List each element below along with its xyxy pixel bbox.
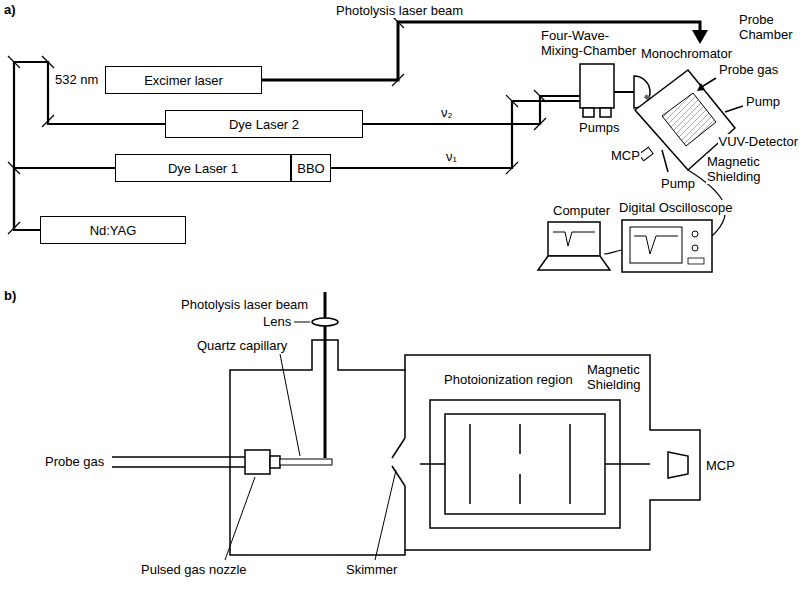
box-label: Dye Laser 1	[168, 161, 238, 176]
mirror	[392, 74, 404, 86]
mirror	[534, 90, 546, 102]
box-label: BBO	[297, 161, 324, 176]
probe-chamber	[725, 106, 743, 112]
part-label: MCP	[705, 458, 736, 473]
laser-box: Dye Laser 2	[165, 110, 363, 138]
leader-line	[280, 354, 300, 456]
leader-line	[375, 470, 396, 560]
laptop-computer	[538, 256, 610, 270]
magnetic-shield	[445, 414, 605, 514]
oscilloscope	[630, 227, 682, 263]
gas-nozzle	[112, 450, 332, 474]
part-label: Magnetic Shielding	[706, 154, 774, 184]
box-label: Nd:YAG	[90, 223, 137, 238]
mixing-chamber	[600, 108, 611, 117]
signal-cable	[604, 250, 622, 254]
mcp-detector	[668, 452, 688, 478]
laser-box: Nd:YAG	[40, 216, 186, 244]
magnetic-shield	[470, 424, 570, 504]
mixing-chamber	[580, 64, 614, 117]
part-label: MCP	[610, 148, 641, 163]
part-label: Pump	[745, 94, 781, 109]
part-label: Pumps	[578, 120, 620, 135]
part-label: Probe Chamber	[738, 12, 798, 42]
oscilloscope	[692, 245, 698, 251]
gas-nozzle	[270, 456, 280, 468]
gas-nozzle	[112, 456, 245, 458]
oscilloscope	[622, 220, 712, 272]
mixing-chamber	[583, 108, 594, 117]
vacuum-chamber	[230, 340, 700, 555]
mirror	[534, 118, 546, 130]
gas-nozzle	[112, 466, 245, 468]
monochromator	[614, 91, 634, 93]
mirror	[506, 95, 518, 107]
part-label: Quartz capillary	[196, 338, 288, 353]
mixing-chamber	[580, 64, 614, 108]
part-label: Lens	[262, 314, 292, 329]
part-label: 532 nm	[54, 72, 99, 87]
part-label: ν₂	[440, 105, 454, 120]
part-label: Probe gas	[718, 62, 779, 77]
oscilloscope	[634, 236, 678, 254]
laser-box: BBO	[291, 154, 331, 182]
laser-box: Excimer laser	[105, 66, 262, 94]
box-label: Dye Laser 2	[229, 117, 299, 132]
vacuum-chamber	[230, 340, 700, 555]
mcp-detector	[668, 452, 688, 478]
magnetic-shield	[420, 463, 650, 465]
leader-line	[225, 477, 255, 560]
oscilloscope	[622, 220, 712, 272]
part-label: Monochromator	[640, 46, 733, 61]
oscilloscope	[688, 258, 704, 264]
leader-line	[225, 322, 396, 560]
photolysis-beam	[312, 318, 338, 326]
part-label: Four-Wave- Mixing-Chamber	[540, 28, 646, 58]
gas-nozzle	[245, 450, 270, 474]
part-label: Skimmer	[345, 562, 398, 577]
laser-beam	[331, 96, 580, 168]
mirror	[8, 16, 546, 234]
laser-box: Dye Laser 1	[115, 154, 291, 182]
part-label: Photolysis laser beam	[180, 297, 309, 312]
part-label: VUV-Detector	[718, 134, 799, 149]
part-label: Pulsed gas nozzle	[140, 562, 248, 577]
part-label: Pump	[660, 176, 696, 191]
laptop-computer	[538, 222, 610, 270]
part-label: Probe gas	[44, 454, 105, 469]
probe-chamber	[662, 150, 668, 172]
part-label: Photolysis laser beam	[335, 3, 464, 18]
vacuum-chamber	[404, 370, 406, 550]
gas-nozzle	[280, 459, 332, 465]
photolysis-beam	[312, 292, 338, 458]
photolysis-beam	[262, 22, 700, 80]
oscilloscope	[692, 231, 698, 237]
probe-chamber	[697, 83, 705, 91]
probe-chamber	[639, 147, 653, 161]
probe-chamber	[662, 93, 716, 146]
part-label: a)	[3, 2, 17, 17]
laser-beam	[331, 101, 580, 168]
part-label: Computer	[552, 203, 611, 218]
laptop-computer	[553, 232, 595, 246]
magnetic-shield	[430, 400, 620, 528]
mirror	[506, 162, 518, 174]
part-label: Photoionization region	[443, 372, 574, 387]
photolysis-beam	[692, 30, 708, 44]
part-label: Magnetic Shielding	[586, 362, 648, 392]
magnetic-shield	[420, 400, 650, 528]
photolysis-beam	[324, 292, 327, 458]
part-label: b)	[3, 288, 17, 303]
box-label: Excimer laser	[144, 73, 223, 88]
leader-line	[294, 322, 310, 323]
part-label: Digital Oscilloscope	[618, 200, 733, 215]
laptop-computer	[548, 222, 600, 256]
part-label: ν₁	[445, 149, 458, 164]
